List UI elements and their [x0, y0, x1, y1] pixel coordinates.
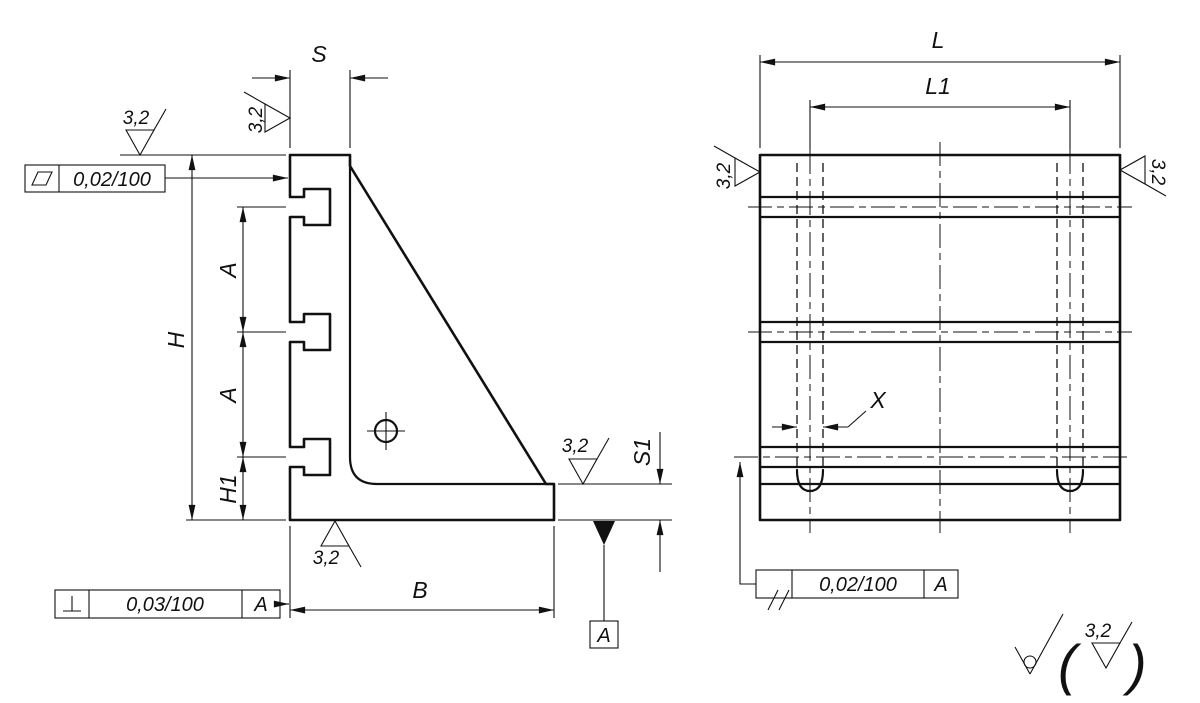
- extension-lines-side: [120, 70, 672, 618]
- perpendicularity-value: 0,03/100: [126, 594, 204, 616]
- surface-finish-icon: [568, 437, 610, 486]
- datum-a: A: [589, 521, 619, 649]
- surface-finish-icon: [125, 108, 167, 157]
- surface-finish-all-icon: [1014, 613, 1064, 675]
- general-finish-note: ( 3,2 ): [1014, 613, 1147, 696]
- parallelism-leader: [736, 462, 756, 585]
- side-view: S H A A H1 B S1: [24, 41, 672, 649]
- datum-triangle-icon: [593, 521, 615, 545]
- surface-finish-base-top-value: 3,2: [562, 436, 589, 457]
- general-finish-close-paren: ): [1122, 633, 1147, 696]
- surface-finish-front-left-value: 3,2: [714, 162, 735, 189]
- dim-l-label: L: [932, 27, 945, 53]
- perpendicularity-frame: 0,03/100 A: [54, 589, 289, 619]
- surface-finish-bottom-value: 3,2: [313, 548, 340, 569]
- dimension-l1: L1: [810, 73, 1070, 111]
- parallelism-frame-dividers: [791, 570, 925, 598]
- parallelism-frame: 0,02/100 A: [736, 462, 959, 611]
- dim-a1-label: A: [215, 262, 241, 279]
- surface-finish-bottom: 3,2: [313, 519, 362, 569]
- dim-x-label: X: [869, 387, 887, 413]
- parallelism-value: 0,02/100: [819, 574, 897, 596]
- surface-finish-icon: [243, 91, 292, 133]
- surface-finish-icon: [713, 145, 762, 187]
- flatness-value: 0,02/100: [73, 169, 151, 191]
- perpendicularity-frame-dividers: [88, 590, 243, 618]
- dim-h-label: H: [163, 331, 189, 348]
- dim-b-label: B: [412, 577, 427, 603]
- inner-edges: [348, 158, 556, 486]
- flatness-icon: [31, 171, 53, 186]
- dimension-x: X: [772, 387, 887, 431]
- dimension-h1: H1: [215, 457, 247, 520]
- surface-finish-top-value: 3,2: [123, 108, 150, 129]
- surface-finish-front-right: 3,2: [1118, 155, 1168, 197]
- general-finish-value: 3,2: [1085, 621, 1112, 642]
- perpendicularity-datum-ref: A: [253, 594, 267, 616]
- hole: [367, 412, 405, 450]
- center-lines: [734, 142, 1132, 533]
- surface-finish-front-left: 3,2: [713, 145, 762, 189]
- dim-s-label: S: [311, 41, 327, 67]
- parallelism-datum-ref: A: [933, 574, 947, 596]
- dimension-a1: A: [215, 207, 247, 332]
- surface-finish-icon: [1091, 621, 1133, 670]
- surface-finish-left-face: 3,2: [243, 91, 292, 133]
- front-view: L L1 X 0,02/100 A 3,2: [713, 27, 1168, 696]
- datum-box: [589, 620, 619, 649]
- dim-l1-label: L1: [925, 73, 951, 99]
- dim-x-leader: [847, 410, 867, 428]
- surface-finish-icon: [1118, 155, 1167, 197]
- dim-s1-label: S1: [629, 438, 655, 466]
- surface-finish-front-right-value: 3,2: [1147, 159, 1168, 186]
- perpendicularity-icon: [63, 596, 81, 612]
- surface-finish-all-circle: [1023, 655, 1037, 669]
- hole-center-mark: [367, 412, 405, 450]
- extension-lines-front: [759, 55, 1121, 150]
- dimension-s1: S1: [629, 432, 664, 572]
- general-finish-open-paren: (: [1058, 633, 1082, 696]
- dimension-b: B: [290, 577, 554, 614]
- dim-a2-label: A: [215, 387, 241, 404]
- parallelism-icon: [767, 589, 790, 611]
- surface-finish-icon: [320, 519, 362, 568]
- part-outline: [288, 153, 556, 522]
- datum-label: A: [596, 625, 610, 647]
- surface-finish-top: 3,2: [123, 108, 167, 157]
- surface-finish-base-top: 3,2: [562, 436, 610, 486]
- surface-finish-left-face-value: 3,2: [246, 106, 267, 133]
- dimension-a2: A: [215, 332, 247, 457]
- flatness-frame: 0,02/100: [24, 164, 288, 193]
- dim-h1-label: H1: [215, 474, 241, 503]
- dimension-h: H: [163, 155, 196, 520]
- dimension-s: S: [252, 41, 388, 82]
- dimension-l: L: [760, 27, 1120, 66]
